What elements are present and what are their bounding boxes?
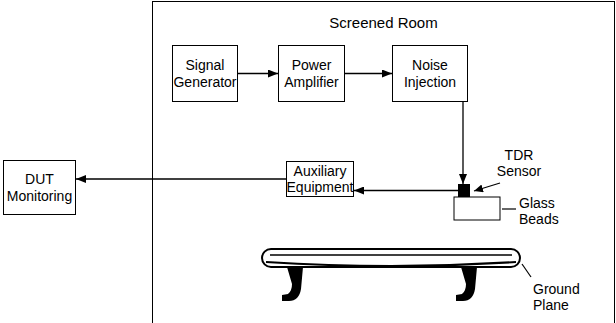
plane-underside — [266, 262, 516, 266]
node-text: DUT Monitoring — [6, 171, 73, 203]
process-box: Auxiliary Equipment — [286, 161, 354, 197]
leader-line — [502, 208, 516, 209]
process-box: DUT Monitoring — [3, 160, 76, 215]
signal-arrow — [76, 178, 286, 179]
signal-arrow — [462, 102, 463, 184]
screened-room: Screened RoomSignal Generator Power Ampli… — [152, 1, 615, 323]
process-box: Power Amplifier — [278, 45, 345, 102]
part-label: Glass Beads — [519, 195, 569, 227]
node-text: Noise Injection — [395, 57, 465, 89]
process-box: Signal Generator — [172, 45, 238, 102]
glass-beads — [454, 197, 500, 220]
leader-line — [522, 264, 531, 277]
plane-edge — [270, 254, 512, 256]
part-label: Ground Plane — [533, 281, 591, 313]
node-text: Screened Room — [153, 14, 614, 32]
table-leg — [456, 267, 477, 301]
signal-arrow — [354, 190, 458, 191]
process-box: Noise Injection — [392, 45, 468, 102]
leader-line — [474, 183, 500, 191]
node-text: Signal Generator — [173, 57, 236, 89]
node-text: TDR Sensor — [495, 147, 543, 179]
signal-arrow — [238, 73, 278, 74]
ground-plane — [262, 249, 520, 267]
signal-arrow — [345, 73, 392, 74]
node-text: Auxiliary Equipment — [287, 163, 354, 195]
node-text: Power Amplifier — [281, 57, 342, 89]
sensor-block: TDR Sensor — [458, 184, 470, 197]
table-leg — [282, 267, 303, 301]
